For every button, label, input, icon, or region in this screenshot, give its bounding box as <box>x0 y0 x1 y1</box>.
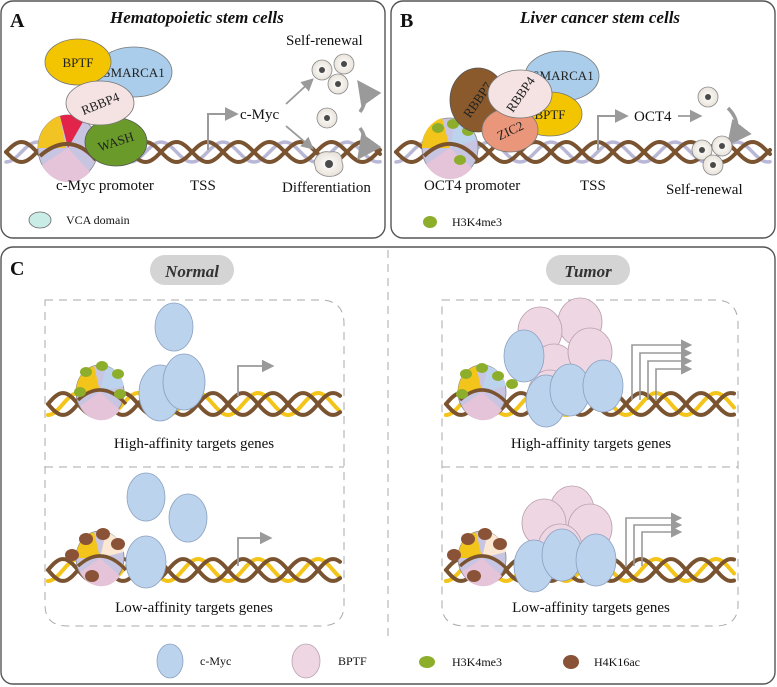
tss-arrow-a <box>207 107 239 150</box>
panel-a-letter: A <box>10 10 25 32</box>
rbbp4-protein-b: RBBP4 <box>487 69 553 119</box>
h3k4me3-legend-icon-b <box>423 216 437 228</box>
tumor-low-label: Low-affinity targets genes <box>512 600 670 616</box>
vca-domain-legend-label: VCA domain <box>66 213 130 227</box>
stem-cell-cluster-a <box>311 53 355 95</box>
svg-text:SMARCA1: SMARCA1 <box>532 68 593 83</box>
panel-b: B Liver cancer stem cells SMARCA1 RBBP7 … <box>390 0 776 239</box>
nucleosome-normal-low <box>65 528 128 587</box>
tss-label-a: TSS <box>190 178 216 194</box>
tumor-high-label: High-affinity targets genes <box>511 436 671 452</box>
wash-protein: WASH <box>84 117 148 167</box>
nucleosome-tumor-high <box>456 363 518 421</box>
panel-b-title: Liver cancer stem cells <box>519 8 680 27</box>
tss-arrows-tumor-low <box>625 512 683 566</box>
curved-arrow-a-up <box>357 80 382 114</box>
rbbp4-protein-a: RBBP4 <box>65 80 135 126</box>
normal-low-label: Low-affinity targets genes <box>115 600 273 616</box>
oct4-promoter-label: OCT4 promoter <box>424 178 520 194</box>
h3k4me3-marks-b <box>432 119 474 165</box>
panel-b-frame <box>390 0 776 239</box>
normal-high-label: High-affinity targets genes <box>114 436 274 452</box>
self-renewal-label-b: Self-renewal <box>666 182 743 198</box>
svg-text:SMARCA1: SMARCA1 <box>103 65 164 80</box>
legend-bptf: BPTF <box>291 643 367 679</box>
tss-arrows-tumor-high <box>631 339 693 400</box>
svg-text:H4K16ac: H4K16ac <box>594 655 640 669</box>
tss-arrow-b <box>597 109 629 150</box>
svg-text:Tumor: Tumor <box>564 262 612 281</box>
tss-arrow-normal-low <box>237 531 273 566</box>
zic2-protein: ZIC2 <box>481 107 539 153</box>
legend-cmyc: c-Myc <box>156 643 231 679</box>
curved-arrow-a-down <box>357 126 382 160</box>
nucleosome-tumor-low <box>447 528 510 587</box>
curved-arrow-b <box>726 106 752 146</box>
self-renewal-label-a: Self-renewal <box>286 33 363 49</box>
tumor-pill: Tumor <box>546 255 630 285</box>
cmyc-tumor-low <box>513 528 617 593</box>
stem-cell-cluster-b <box>691 135 733 176</box>
normal-pill: Normal <box>150 255 234 285</box>
vca-domain-legend-icon <box>28 211 52 229</box>
tss-arrow-normal-high <box>237 359 275 396</box>
cmyc-normal-high <box>138 302 206 422</box>
svg-text:BPTF: BPTF <box>338 654 367 668</box>
svg-text:c-Myc: c-Myc <box>200 654 231 668</box>
nucleosome-normal-high <box>74 361 128 421</box>
cmyc-gene-label: c-Myc <box>240 107 279 123</box>
arrow-to-differentiation-a <box>285 125 314 150</box>
stem-cell-single-b <box>697 86 719 108</box>
panel-c-letter: C <box>10 258 24 280</box>
differentiated-cell <box>313 151 344 177</box>
svg-text:BPTF: BPTF <box>62 55 93 70</box>
stem-cell-single-a <box>316 107 338 129</box>
differentiation-label: Differentiation <box>282 180 371 196</box>
svg-text:H3K4me3: H3K4me3 <box>452 655 502 669</box>
legend-h3k4me3: H3K4me3 <box>419 655 502 669</box>
cmyc-promoter-label: c-Myc promoter <box>56 178 154 194</box>
svg-text:Normal: Normal <box>164 262 219 281</box>
tss-label-b: TSS <box>580 178 606 194</box>
bptf-protein-a: BPTF <box>44 38 112 86</box>
panel-c: C Normal Tumor <box>0 246 776 685</box>
panel-a: A Hematopoietic stem cells SMARCA1 BPTF … <box>0 0 386 239</box>
cmyc-normal-low <box>125 472 208 589</box>
tumor-frame <box>441 299 739 627</box>
cmyc-tumor-high <box>503 329 624 428</box>
panel-a-title: Hematopoietic stem cells <box>109 8 284 27</box>
h3k4me3-legend-label-b: H3K4me3 <box>452 215 502 229</box>
normal-frame <box>44 299 345 627</box>
oct4-gene-label: OCT4 <box>634 109 672 125</box>
arrow-to-self-renewal-a <box>285 78 314 105</box>
panel-b-letter: B <box>400 10 413 32</box>
legend-h4k16ac: H4K16ac <box>563 655 640 669</box>
